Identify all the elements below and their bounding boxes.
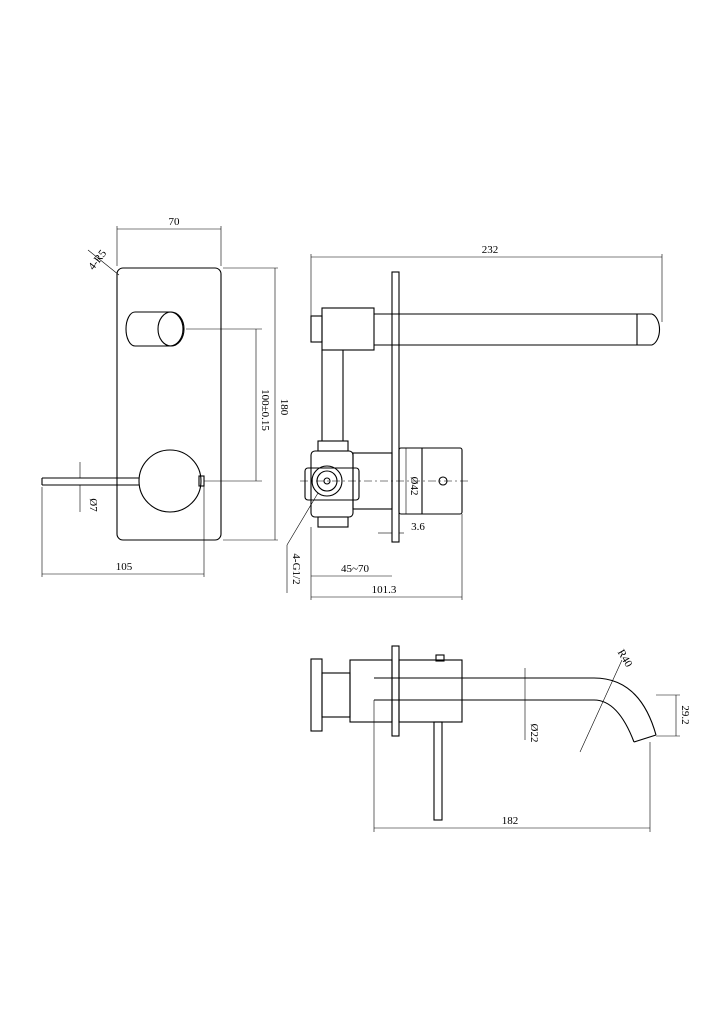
mixer-handle (138, 449, 202, 513)
top-inlet-block (310, 658, 323, 732)
top-view: R40 29.2 Ø22 182 (310, 645, 691, 832)
dim-spout-height: 29.2 (679, 705, 691, 724)
diverter-button (125, 311, 184, 347)
dim-lever-diameter: Ø7 (87, 498, 99, 512)
dim-handle-spacing: 100±0.15 (259, 389, 271, 431)
top-cartridge (349, 659, 393, 723)
dim-plate-height: 180 (278, 399, 290, 416)
dim-lever-reach: 105 (116, 561, 133, 573)
top-handle-screw (435, 654, 445, 662)
top-spout-outlet (633, 734, 657, 743)
dim-wall-depth: 45~70 (341, 563, 369, 575)
valve-port (304, 467, 360, 501)
leader-spout-radius (579, 659, 623, 753)
diverter-button-face (157, 311, 185, 347)
spout-inlet (310, 315, 323, 343)
side-view: 232 Ø42 3.6 4-G1/2 45~70 101.3 (286, 244, 663, 600)
front-view: 70 4-R5 180 100±0.15 Ø7 105 (41, 216, 290, 577)
dim-spout-length: 232 (482, 244, 499, 256)
top-valve-body (321, 672, 351, 718)
spout-tip (651, 313, 661, 346)
dim-body-diameter: Ø42 (408, 477, 420, 496)
riser-nut (317, 440, 349, 452)
side-wall-plate (391, 271, 400, 543)
top-spout-bend-outer (593, 677, 657, 736)
leader-corner-radius (87, 249, 120, 276)
dim-spout-diameter: Ø22 (528, 724, 540, 743)
dim-plate-thickness: 3.6 (411, 521, 425, 533)
top-spout-bend-inner (593, 699, 635, 743)
top-lever (433, 721, 443, 821)
leader-thread (286, 492, 319, 546)
spout-collar (321, 307, 375, 351)
top-wall-plate (391, 645, 400, 737)
top-handle-body (398, 659, 463, 723)
dim-spout-radius: R40 (615, 648, 635, 670)
dim-thread: 4-G1/2 (290, 553, 302, 584)
wall-plate-outline (116, 267, 222, 541)
valve-bottom-nut (317, 516, 349, 528)
dim-plate-width: 70 (169, 216, 181, 228)
dim-spout-projection: 182 (502, 815, 519, 827)
dim-body-depth: 101.3 (372, 584, 397, 596)
